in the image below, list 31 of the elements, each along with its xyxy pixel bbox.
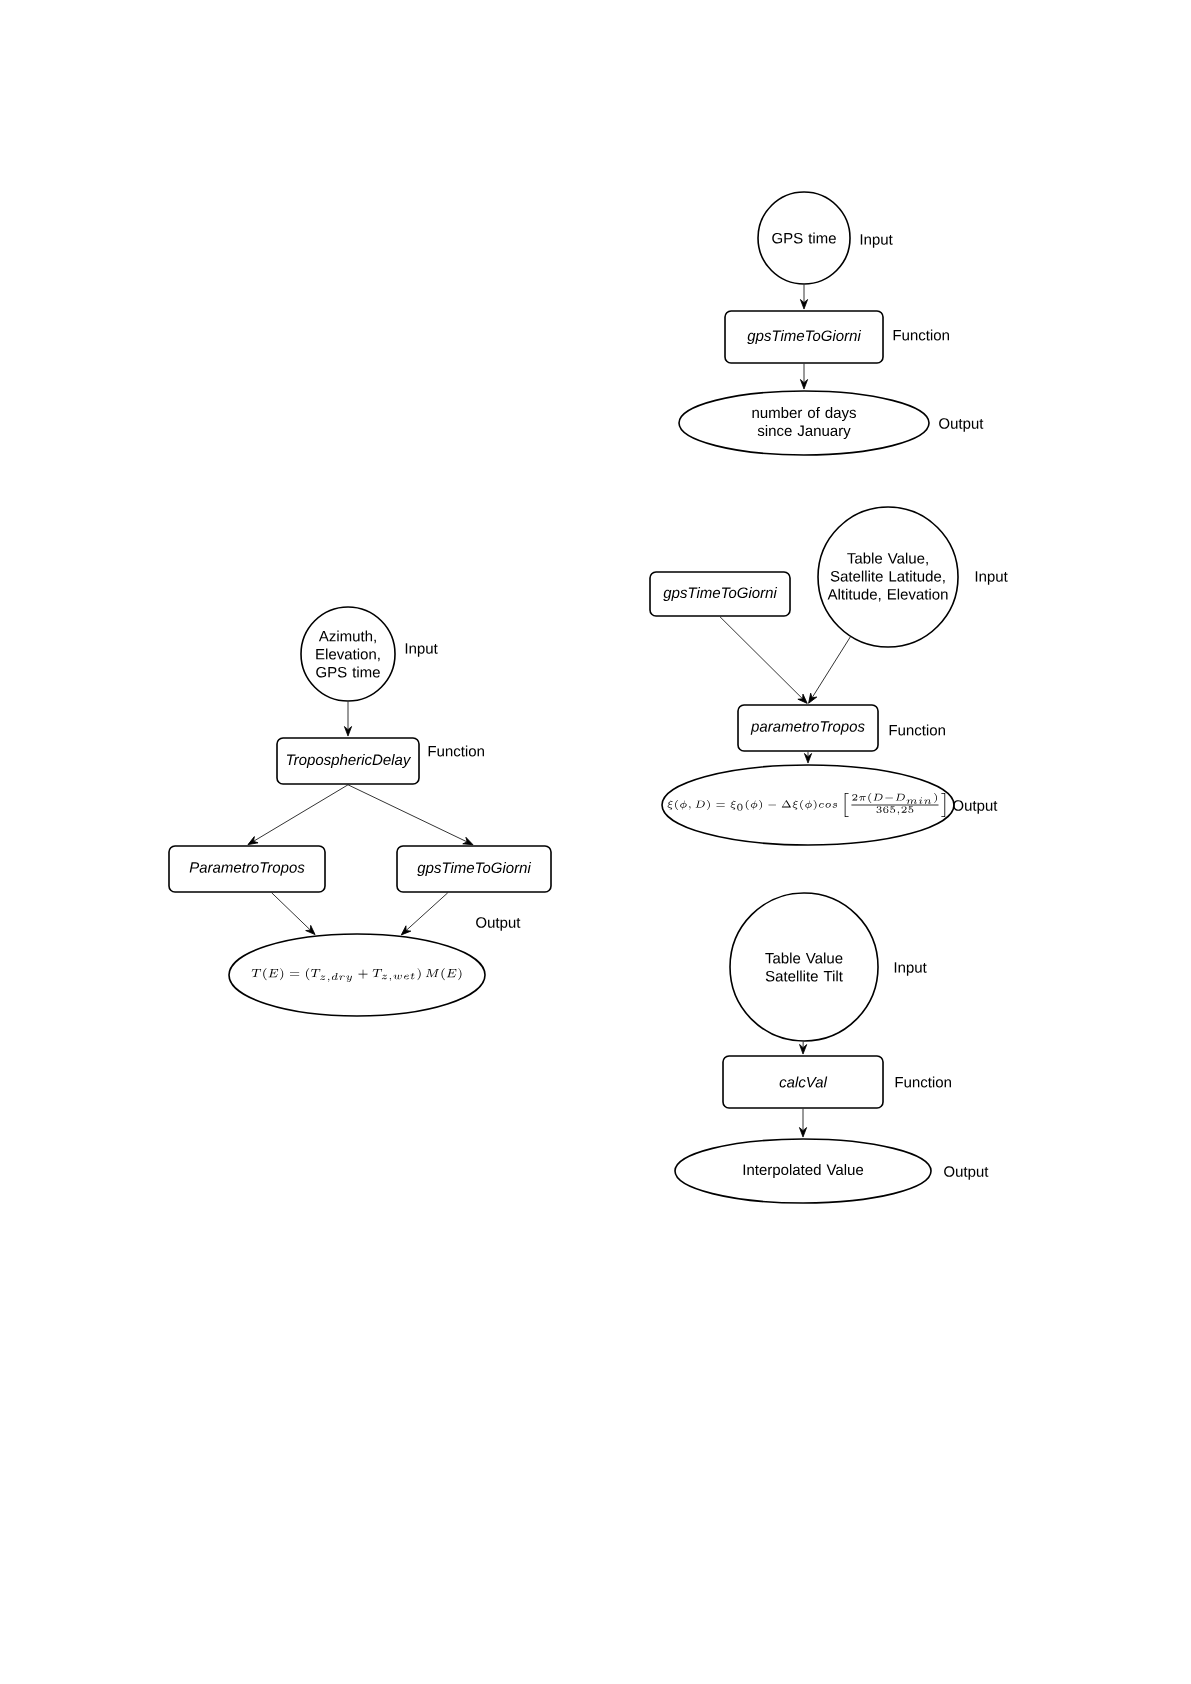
function-box: ParametroTropos — [168, 845, 326, 893]
arrow — [800, 284, 808, 310]
arrow — [804, 751, 812, 764]
arrow — [247, 784, 349, 845]
role-label: Output — [939, 418, 984, 432]
role-label: Function — [895, 1076, 951, 1088]
arrow — [799, 1108, 807, 1138]
role-label: Function — [893, 329, 949, 341]
function-box: TroposphericDelay — [276, 737, 420, 785]
arrow — [800, 363, 808, 390]
arrow — [347, 784, 474, 846]
role-label: Output — [953, 800, 998, 814]
role-label: Function — [889, 724, 945, 736]
arrow — [799, 1041, 808, 1055]
function-box: gpsTimeToGiorni — [396, 845, 552, 893]
function-box: calcVal — [722, 1055, 884, 1109]
function-box: parametroTropos — [737, 704, 879, 752]
role-label: Input — [405, 643, 438, 657]
arrow — [808, 636, 851, 704]
role-label: Function — [428, 745, 484, 757]
arrow — [271, 892, 316, 935]
role-label: Input — [975, 571, 1008, 585]
role-label: Input — [894, 962, 927, 976]
role-label: Output — [944, 1166, 989, 1180]
role-label: Input — [860, 234, 893, 248]
arrow — [344, 701, 352, 737]
role-label: Output — [476, 917, 521, 931]
function-box: gpsTimeToGiorni — [649, 571, 791, 617]
arrow — [400, 892, 449, 936]
function-box: gpsTimeToGiorni — [724, 310, 884, 364]
arrow — [719, 616, 808, 704]
